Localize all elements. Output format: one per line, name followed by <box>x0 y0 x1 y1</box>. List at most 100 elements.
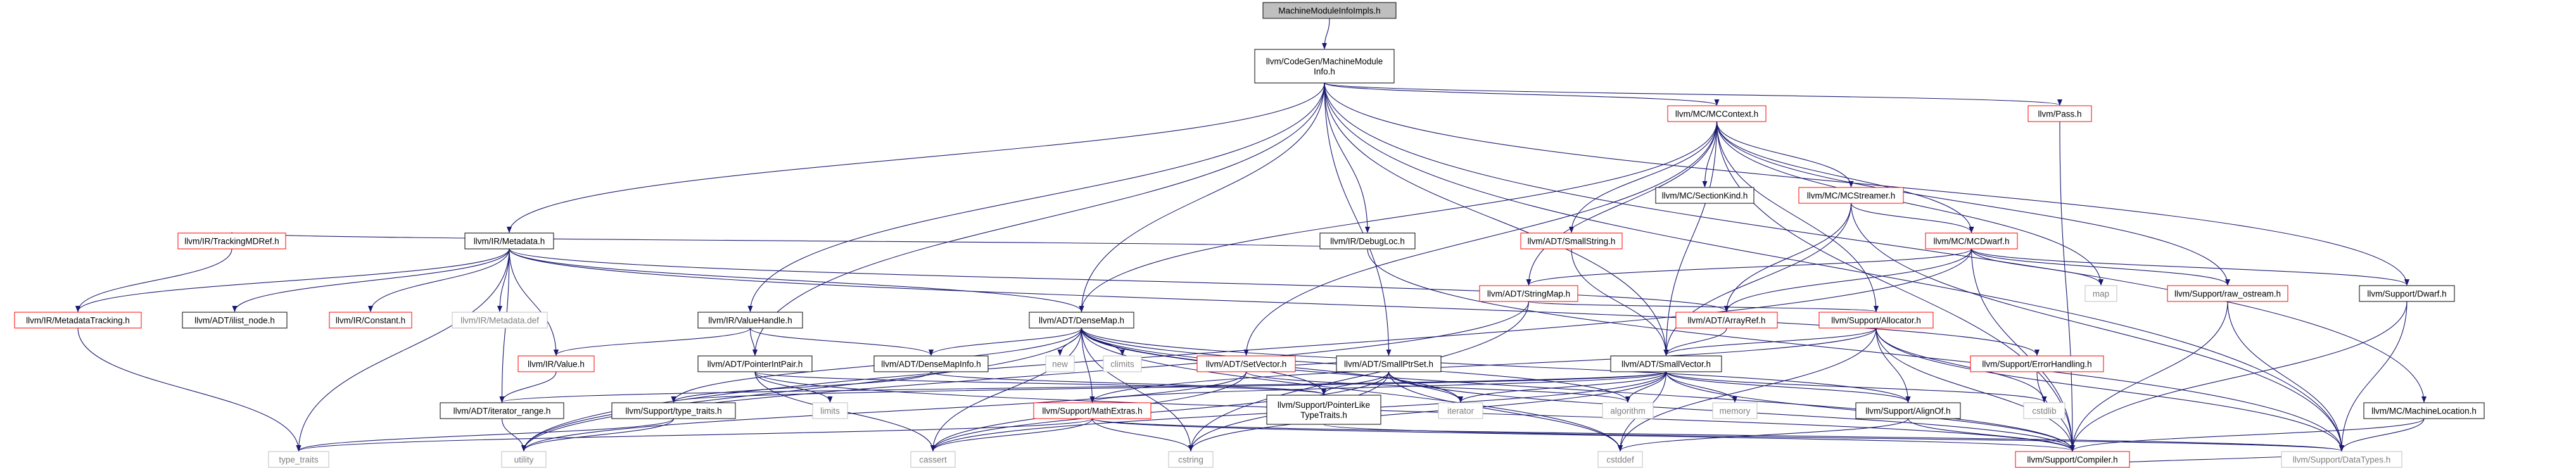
node-mclocation[interactable]: llvm/MC/MachineLocation.h <box>2363 402 2485 419</box>
edge-mathextras-to-cstring <box>1091 418 1193 452</box>
node-typetraitsllvm[interactable]: llvm/Support/type_traits.h <box>611 402 736 419</box>
node-label-new: new <box>1052 360 1068 369</box>
node-pointerintpair[interactable]: llvm/ADT/PointerIntPair.h <box>697 355 813 372</box>
node-sectionkind[interactable]: llvm/MC/SectionKind.h <box>1655 187 1754 204</box>
node-trackingmdref[interactable]: llvm/IR/TrackingMDRef.h <box>177 232 286 250</box>
node-densemap[interactable]: llvm/ADT/DenseMap.h <box>1029 312 1134 329</box>
node-densemapinfo[interactable]: llvm/ADT/DenseMapInfo.h <box>873 355 989 372</box>
edge-allocator-to-cstddef <box>1618 327 1877 452</box>
node-box-metadatadef <box>452 312 548 329</box>
node-box-errorhandling <box>1970 355 2104 372</box>
node-label-cstring: cstring <box>1178 455 1203 465</box>
edge-mccontext-to-allocator <box>1716 121 1879 312</box>
dependency-edges <box>75 18 2427 468</box>
edge-trackingmdref-to-metadatatracking <box>75 248 232 312</box>
node-debugloc[interactable]: llvm/IR/DebugLoc.h <box>1319 232 1416 250</box>
node-smallptrset[interactable]: llvm/ADT/SmallPtrSet.h <box>1336 355 1442 372</box>
node-compiler[interactable]: llvm/Support/Compiler.h <box>2015 451 2130 468</box>
node-box-arrayref <box>1675 312 1778 329</box>
node-label-alignof: llvm/Support/AlignOf.h <box>1865 407 1950 416</box>
node-map: map <box>2084 285 2117 302</box>
node-stringmap[interactable]: llvm/ADT/StringMap.h <box>1479 285 1578 302</box>
node-dwarf[interactable]: llvm/Support/Dwarf.h <box>2359 285 2455 302</box>
node-allocator[interactable]: llvm/Support/Allocator.h <box>1818 312 1934 329</box>
node-setvector[interactable]: llvm/ADT/SetVector.h <box>1196 355 1296 372</box>
edge-mmi-to-pass <box>1324 82 2062 106</box>
node-label-limits: limits <box>820 407 840 416</box>
node-value[interactable]: llvm/IR/Value.h <box>517 355 595 372</box>
node-label-utility: utility <box>514 455 534 465</box>
edge-mccontext-to-compiler <box>1716 121 2075 452</box>
node-label-valuehandle: llvm/IR/ValueHandle.h <box>708 316 792 326</box>
node-label-densemapinfo: llvm/ADT/DenseMapInfo.h <box>881 360 981 369</box>
edge-debugloc-to-trackingmdref <box>230 232 1368 250</box>
edge-smallvector-to-cstring <box>1188 371 1667 452</box>
node-box-stringmap <box>1479 285 1578 302</box>
edge-mmi-to-datatypes <box>1324 82 2344 452</box>
node-errorhandling[interactable]: llvm/Support/ErrorHandling.h <box>1970 355 2104 372</box>
edge-allocator-to-compiler <box>1875 327 2075 452</box>
edge-smallptrset-to-cassert <box>930 371 1390 452</box>
node-box-mccontext <box>1667 105 1767 122</box>
edge-pointerintpair-to-compiler <box>754 371 2075 452</box>
edge-densemap-to-compiler <box>1081 327 2075 452</box>
node-label-metadata: llvm/IR/Metadata.h <box>474 237 545 246</box>
node-cstring: cstring <box>1168 451 1214 468</box>
edge-mcstreamer-to-datatypes <box>1850 203 2344 452</box>
edge-smallvector-to-memory <box>1665 371 1737 403</box>
node-mcdwarf[interactable]: llvm/MC/MCDwarf.h <box>1925 232 2018 250</box>
node-box-smallvector <box>1610 355 1722 372</box>
node-root: MachineModuleInfoImpls.h <box>1262 2 1397 19</box>
node-smallstring[interactable]: llvm/ADT/SmallString.h <box>1520 232 1623 250</box>
node-metadatatracking[interactable]: llvm/IR/MetadataTracking.h <box>14 312 142 329</box>
node-box-typetraits <box>268 451 329 468</box>
edge-rawostream-to-datatypes <box>2227 301 2344 452</box>
edge-valuehandle-to-pointerintpair <box>749 327 758 356</box>
edge-mathextras-to-cassert <box>930 418 1093 452</box>
edge-mmi-to-densemap <box>1079 82 1325 312</box>
node-box-compiler <box>2015 451 2130 468</box>
edge-metadata-to-constant <box>368 248 510 312</box>
node-label-errorhandling: llvm/Support/ErrorHandling.h <box>1982 360 2091 369</box>
node-box-mclocation <box>2363 402 2485 419</box>
node-arrayref[interactable]: llvm/ADT/ArrayRef.h <box>1675 312 1778 329</box>
node-mccontext[interactable]: llvm/MC/MCContext.h <box>1667 105 1767 122</box>
node-metadata[interactable]: llvm/IR/Metadata.h <box>464 232 554 250</box>
edge-mccontext-to-densemap <box>1079 121 1718 312</box>
node-ilistnode[interactable]: llvm/ADT/ilist_node.h <box>182 312 288 329</box>
node-iteratorrange[interactable]: llvm/ADT/iterator_range.h <box>440 402 564 419</box>
node-box-alignof <box>1855 402 1961 419</box>
node-metadatadef: llvm/IR/Metadata.def <box>452 312 548 329</box>
node-cstdlib: cstdlib <box>2023 402 2065 419</box>
node-typetraits: type_traits <box>268 451 329 468</box>
edge-mmi-to-smallvector <box>1324 82 1669 356</box>
node-smallvector[interactable]: llvm/ADT/SmallVector.h <box>1610 355 1722 372</box>
edge-mmi-to-smallptrset <box>1324 82 1392 356</box>
node-label-memory: memory <box>1720 407 1751 416</box>
edge-dwarf-to-datatypes <box>2339 301 2408 452</box>
edge-mcdwarf-to-dwarf <box>1970 248 2409 286</box>
node-alignof[interactable]: llvm/Support/AlignOf.h <box>1855 402 1961 419</box>
node-box-metadatatracking <box>14 312 142 329</box>
edge-setvector-to-algorithm <box>1245 371 1630 403</box>
node-rawostream[interactable]: llvm/Support/raw_ostream.h <box>2167 285 2288 302</box>
edge-dwarf-to-compiler <box>2070 301 2408 452</box>
node-constant[interactable]: llvm/IR/Constant.h <box>329 312 412 329</box>
node-label-cstddef: cstddef <box>1606 455 1634 465</box>
node-mathextras[interactable]: llvm/Support/MathExtras.h <box>1033 402 1152 419</box>
edge-allocator-to-datatypes <box>1875 327 2344 452</box>
edge-mathextras-to-typetraits <box>296 418 1093 452</box>
node-label-value: llvm/IR/Value.h <box>528 360 585 369</box>
edge-mccontext-to-setvector <box>1243 121 1718 356</box>
node-pass[interactable]: llvm/Pass.h <box>2027 105 2092 122</box>
node-label-trackingmdref: llvm/IR/TrackingMDRef.h <box>184 237 279 246</box>
edge-smallvector-to-iteratorrange <box>500 371 1667 403</box>
node-label-typetraits: type_traits <box>279 455 319 465</box>
node-valuehandle[interactable]: llvm/IR/ValueHandle.h <box>697 312 803 329</box>
node-box-metadata <box>464 232 554 250</box>
node-box-trackingmdref <box>177 232 286 250</box>
node-box-root <box>1262 2 1397 19</box>
node-mcstreamer[interactable]: llvm/MC/MCStreamer.h <box>1798 187 1904 204</box>
